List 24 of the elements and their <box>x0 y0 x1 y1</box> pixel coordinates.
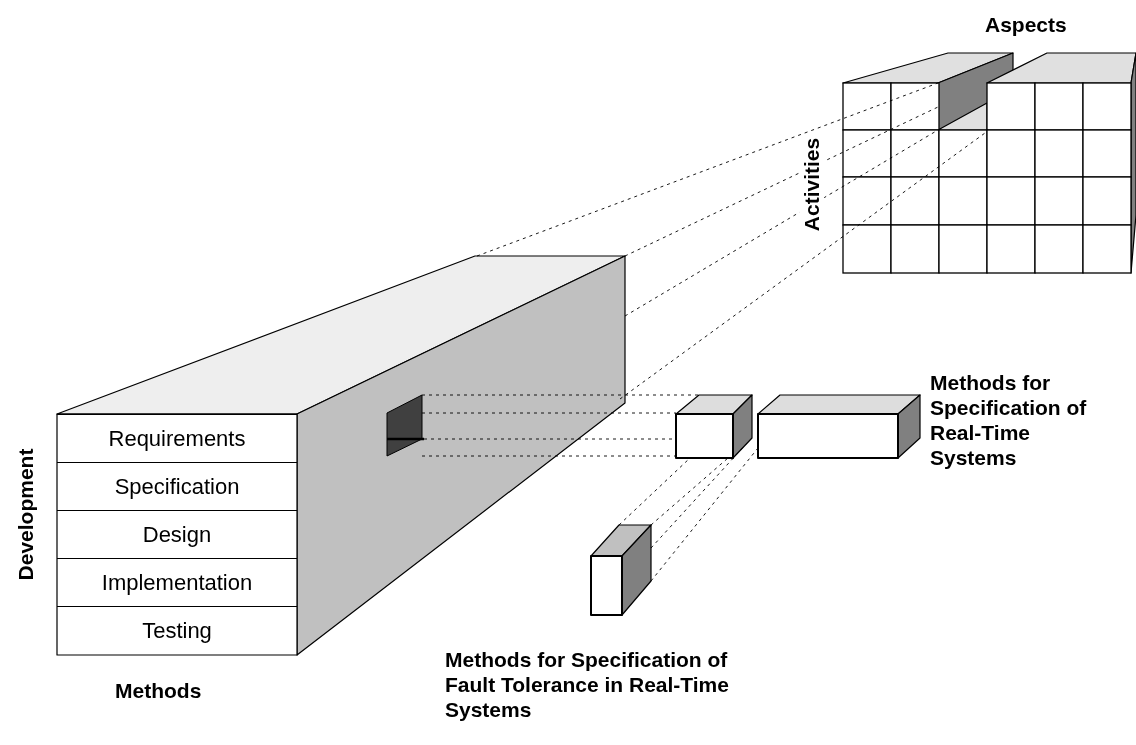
projection-line <box>476 82 939 257</box>
projection-line <box>421 455 677 457</box>
axis-title: Methods <box>115 678 202 703</box>
caption-text: Methods for Specification of Real-Time Systems <box>930 370 1088 470</box>
caption-text: Aspects <box>985 12 1067 37</box>
method-row: Requirements <box>57 414 297 462</box>
projection-line <box>650 441 749 549</box>
method-row: Design <box>57 510 297 558</box>
method-row: Specification <box>57 462 297 510</box>
method-row: Testing <box>57 606 297 655</box>
block-drawing <box>758 395 920 458</box>
window-drawing <box>386 394 426 457</box>
projection-line <box>619 132 986 400</box>
caption-text: Methods for Specification of Fault Tolerance in Real-Time Systems <box>445 647 730 722</box>
axis-title: Activities <box>799 137 825 232</box>
cube-drawing <box>676 395 752 458</box>
projection-line <box>650 457 729 526</box>
method-row: Implementation <box>57 558 297 606</box>
cube-drawing <box>591 525 651 615</box>
grid-cube-drawing <box>843 53 1136 273</box>
projection-line <box>624 106 939 257</box>
projection-line <box>650 447 759 582</box>
projection-line <box>421 394 700 396</box>
projection-line <box>421 412 677 414</box>
